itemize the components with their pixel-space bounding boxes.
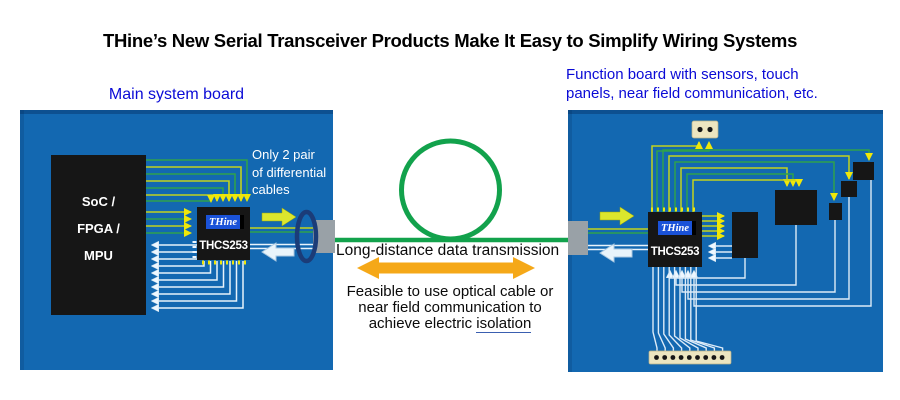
thine-logo-right: THine	[658, 221, 696, 235]
edge-connector-left	[313, 220, 335, 253]
chip-pin-ticks	[192, 207, 699, 265]
thcs253-label-right: THCS253	[650, 246, 700, 258]
feasible-line3: achieve electric isolation	[330, 315, 570, 333]
tx-arrow-right-board	[599, 206, 635, 226]
cable-note-line2: of differential	[252, 164, 327, 180]
function-board	[568, 110, 883, 372]
function-board-label: Function board with sensors, touch panel…	[566, 66, 896, 103]
feasible-line1: Feasible to use optical cable or	[346, 283, 554, 300]
rx-arrow-right-board	[599, 243, 633, 263]
soc-label-line3: MPU	[84, 248, 113, 263]
left-green-wire-bundle	[146, 159, 251, 237]
right-white-wire-loops	[670, 180, 872, 307]
left-white-wire-bundle	[152, 245, 244, 308]
tx-arrow-left-board	[261, 207, 297, 227]
feasible-line3-prefix: achieve electric	[368, 315, 477, 332]
feasible-line2: near field communication to	[358, 299, 542, 316]
page-title: THine’s New Serial Transceiver Products …	[102, 30, 798, 51]
right-yellow-wire-bundle	[651, 141, 873, 240]
thcs253-label-left: THCS253	[199, 240, 248, 252]
function-board-label-line2: panels, near field communication, etc.	[566, 84, 818, 102]
peripheral-chip-medium	[732, 212, 758, 258]
thine-logo-bar	[240, 215, 244, 229]
long-distance-caption: Long-distance data transmission	[336, 242, 560, 259]
thine-logo-bar	[692, 221, 696, 235]
top-pin-header	[691, 120, 719, 139]
left-differential-pairs	[250, 227, 316, 250]
peripheral-chip-b	[841, 181, 857, 197]
thine-logo-text: THine	[206, 215, 240, 229]
bidirectional-arrow	[357, 257, 535, 279]
cable-note-line3: cables	[252, 182, 290, 197]
main-board-label: Main system board	[108, 86, 245, 103]
cable-ring	[294, 209, 319, 264]
soc-label: SoC / FPGA / MPU	[51, 188, 146, 269]
cable-note-line1: Only 2 pair	[252, 147, 315, 162]
soc-label-line1: SoC /	[81, 194, 116, 209]
right-differential-pairs	[588, 228, 648, 251]
thine-logo-left: THine	[206, 215, 244, 229]
function-board-label-line1: Function board with sensors, touch	[566, 66, 799, 83]
right-bottom-wire-bundle	[652, 267, 724, 351]
rx-arrow-left-board	[261, 242, 295, 262]
soc-chip	[51, 155, 146, 315]
peripheral-chip-a	[853, 162, 874, 180]
optical-cable	[335, 138, 568, 243]
feasible-line3-underlined: isolation	[476, 315, 532, 333]
thine-logo-text: THine	[658, 221, 692, 235]
peripheral-chip-c	[829, 203, 842, 220]
bottom-pin-header	[648, 350, 732, 365]
feasible-note: Feasible to use optical cable or near fi…	[330, 283, 570, 333]
edge-connector-right	[568, 221, 588, 255]
differential-cable-note: Only 2 pair of differential cables	[252, 146, 340, 199]
peripheral-chip-large	[775, 190, 817, 225]
soc-label-line2: FPGA /	[77, 221, 120, 236]
